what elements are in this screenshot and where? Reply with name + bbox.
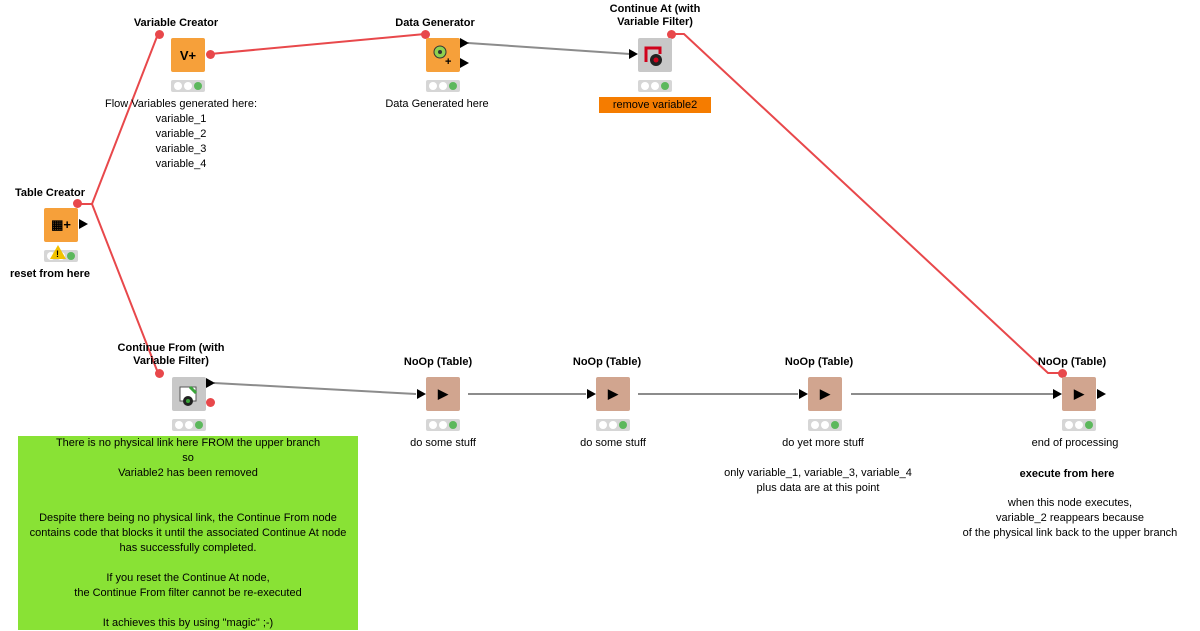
note-line — [18, 601, 358, 616]
data-connection-continuefrom-to-noop1[interactable] — [213, 382, 417, 395]
play-icon: ▶ — [1074, 386, 1084, 401]
variable-creator-icon: V+ — [179, 47, 197, 63]
node-title-noop-1: NoOp (Table) — [403, 356, 473, 368]
node-title-noop-4: NoOp (Table) — [1037, 356, 1107, 368]
continue-from-icon — [179, 385, 198, 406]
label-line: Flow Variables generated here: — [104, 98, 258, 110]
node-label-noop-3: do yet more stuff — [782, 437, 864, 449]
node-variable-creator[interactable]: V+ — [171, 38, 205, 72]
status-lights-continue-at — [638, 80, 672, 92]
continue-at-icon — [644, 46, 662, 66]
status-lights-continue-from — [172, 419, 206, 431]
node-noop-1[interactable]: ▶ — [426, 377, 460, 411]
label-line: variable_3 — [155, 143, 207, 155]
title-line: Variable Filter) — [617, 16, 693, 28]
label-line: variable_4 — [155, 158, 207, 170]
node-data-generator[interactable]: + — [426, 38, 460, 72]
node-noop-2[interactable]: ▶ — [596, 377, 630, 411]
output-port-data-generator-2[interactable] — [460, 58, 469, 68]
data-connection-datagen-to-continueat[interactable] — [467, 42, 631, 55]
variable-input-port-continue-from[interactable] — [155, 369, 164, 378]
note-line: when this node executes, — [1007, 497, 1133, 509]
node-title-noop-3: NoOp (Table) — [784, 356, 854, 368]
variable-connection-continueat-to-noop4[interactable] — [672, 33, 1064, 374]
output-port-table-creator[interactable] — [79, 219, 88, 229]
input-port-noop-2[interactable] — [587, 389, 596, 399]
note-line: of the physical link back to the upper b… — [962, 527, 1178, 539]
title-line: Continue From (with — [117, 342, 225, 354]
node-noop-3[interactable]: ▶ — [808, 377, 842, 411]
node-note-noop-4: when this node executes, variable_2 reap… — [954, 496, 1186, 541]
title-line: Continue At (with — [609, 3, 701, 15]
note-line: plus data are at this point — [756, 482, 880, 494]
variable-output-port-variable-creator[interactable] — [206, 50, 215, 59]
output-port-data-generator-1[interactable] — [460, 38, 469, 48]
variable-port-data-generator[interactable] — [421, 30, 430, 39]
node-title-noop-2: NoOp (Table) — [572, 356, 642, 368]
note-line: Variable2 has been removed — [118, 467, 258, 479]
variable-port-table-creator[interactable] — [73, 199, 82, 208]
node-note-bold-noop-4: execute from here — [1019, 468, 1115, 480]
node-noop-4[interactable]: ▶ — [1062, 377, 1096, 411]
note-line: Despite there being no physical link, th… — [39, 512, 337, 524]
play-icon: ▶ — [438, 386, 448, 401]
table-creator-icon: ▦+ — [51, 217, 71, 232]
data-generator-icon: + — [433, 45, 451, 68]
input-port-continue-at[interactable] — [629, 49, 638, 59]
note-line: variable_2 reappears because — [996, 512, 1144, 524]
node-continue-at[interactable] — [638, 38, 672, 72]
node-label-noop-1: do some stuff — [410, 437, 476, 449]
node-label-noop-2: do some stuff — [580, 437, 646, 449]
variable-port-continue-at[interactable] — [667, 30, 676, 39]
note-line: contains code that blocks it until the a… — [29, 527, 347, 539]
output-port-noop-4[interactable] — [1097, 389, 1106, 399]
note-line: only variable_1, variable_3, variable_4 — [724, 467, 912, 479]
status-lights-noop-1 — [426, 419, 460, 431]
play-icon: ▶ — [820, 386, 830, 401]
input-port-noop-1[interactable] — [417, 389, 426, 399]
annotation-remove-variable2[interactable]: remove variable2 — [599, 97, 711, 113]
status-lights-data-generator — [426, 80, 460, 92]
note-line — [18, 556, 358, 571]
note-line: There is no physical link here FROM the … — [55, 437, 321, 449]
note-line — [18, 481, 358, 496]
note-line: It achieves this by using "magic" ;-) — [102, 617, 274, 629]
label-line: variable_1 — [155, 113, 207, 125]
status-lights-variable-creator — [171, 80, 205, 92]
variable-port-noop-4[interactable] — [1058, 369, 1067, 378]
node-note-noop-3: only variable_1, variable_3, variable_4 … — [713, 466, 923, 496]
node-title-continue-from: Continue From (with Variable Filter) — [106, 342, 236, 368]
annotation-green-note[interactable]: There is no physical link here FROM the … — [18, 436, 358, 630]
status-lights-noop-2 — [596, 419, 630, 431]
node-title-variable-creator: Variable Creator — [133, 17, 219, 29]
node-label-table-creator: reset from here — [9, 268, 91, 280]
note-line: the Continue From filter cannot be re-ex… — [74, 587, 302, 599]
node-label-noop-4: end of processing — [1031, 437, 1119, 449]
status-lights-noop-3 — [808, 419, 842, 431]
svg-text:+: + — [445, 56, 451, 68]
variable-input-port-variable-creator[interactable] — [155, 30, 164, 39]
title-line: Variable Filter) — [133, 355, 209, 367]
warning-mark: ! — [56, 249, 59, 259]
node-title-table-creator: Table Creator — [14, 187, 86, 199]
label-line: variable_2 — [155, 128, 207, 140]
input-port-noop-3[interactable] — [799, 389, 808, 399]
output-port-continue-from[interactable] — [206, 378, 215, 388]
note-line: has successfully completed. — [119, 542, 257, 554]
input-port-noop-4[interactable] — [1053, 389, 1062, 399]
note-line: so — [182, 452, 194, 464]
node-label-variable-creator: Flow Variables generated here: variable_… — [96, 97, 266, 172]
status-lights-noop-4 — [1062, 419, 1096, 431]
play-icon: ▶ — [608, 386, 618, 401]
variable-output-port-continue-from[interactable] — [206, 398, 215, 407]
warning-icon — [50, 245, 66, 259]
node-table-creator[interactable]: ▦+ — [44, 208, 78, 242]
variable-connection-varcreator-to-datagen[interactable] — [209, 33, 426, 55]
node-label-data-generator: Data Generated here — [385, 98, 489, 110]
node-continue-from[interactable] — [172, 377, 206, 411]
node-title-data-generator: Data Generator — [395, 17, 475, 29]
note-line: If you reset the Continue At node, — [106, 572, 270, 584]
node-title-continue-at: Continue At (with Variable Filter) — [590, 3, 720, 29]
note-line — [18, 496, 358, 511]
